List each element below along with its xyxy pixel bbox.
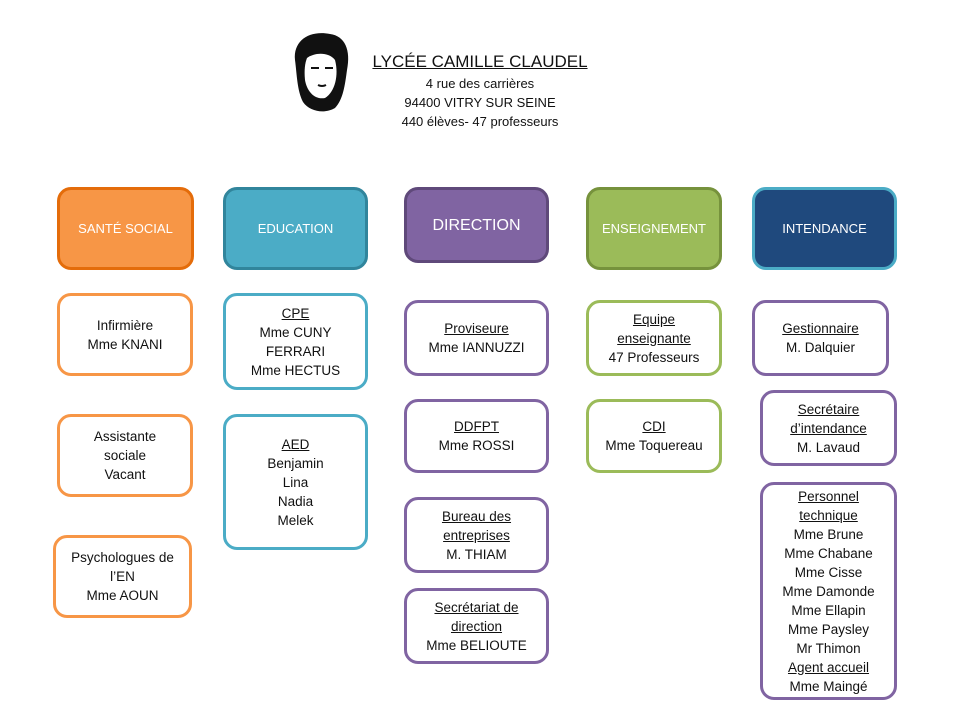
person: Mme CUNY [259,324,332,340]
role: AED [281,436,310,452]
role: Infirmière [96,317,154,333]
box-cdi: CDI Mme Toquereau [586,399,722,473]
person: Mme ROSSI [438,438,515,453]
person: Mme Maingé [789,678,868,694]
person: Mme HECTUS [250,362,341,378]
role: Secrétariat de [434,599,519,615]
person: Mme BELIOUTE [426,637,527,653]
person: Mme Cisse [794,564,863,580]
person: Mme IANNUZZI [428,340,525,355]
role: DDFPT [454,419,499,434]
person: Mme AOUN [86,588,159,603]
box-aed: AED Benjamin Lina Nadia Melek [223,414,368,550]
school-stats: 440 élèves- 47 professeurs [401,114,559,129]
box-gestionnaire: Gestionnaire M. Dalquier [752,300,889,376]
box-ddfpt: DDFPT Mme ROSSI [404,399,549,473]
person: Nadia [277,493,314,509]
role: Psychologues de [71,550,174,565]
person: Mr Thimon [796,640,861,656]
role: CPE [281,305,310,321]
box-secretaire-intendance: Secrétaire d’intendance M. Lavaud [760,390,897,466]
school-city: 94400 VITRY SUR SEINE [404,95,556,110]
school-header: LYCÉE CAMILLE CLAUDEL 4 rue des carrière… [360,50,600,131]
role: CDI [642,419,666,434]
box-proviseur: Proviseure Mme IANNUZZI [404,300,549,376]
person: Mme Chabane [784,545,873,561]
person: Benjamin [267,455,324,471]
role: entreprises [443,527,510,543]
role: Bureau des [441,508,512,524]
header-label: DIRECTION [432,217,521,234]
role: direction [450,618,503,634]
box-assistante-sociale: Assistante sociale Vacant [57,414,193,497]
role: Proviseure [444,321,509,336]
person: M. Dalquier [785,340,856,355]
person: 47 Professeurs [608,349,700,365]
role: Gestionnaire [782,321,859,336]
person: Mme Damonde [782,583,875,599]
person: Mme Brune [793,526,864,542]
school-address: 4 rue des carrières [425,76,535,91]
box-infirmiere: Infirmière Mme KNANI [57,293,193,376]
person: FERRARI [265,343,326,359]
person: Mme Ellapin [791,602,866,618]
header-label: INTENDANCE [782,221,867,236]
box-equipe-enseignante: Equipe enseignante 47 Professeurs [586,300,722,376]
person: Mme Paysley [787,621,870,637]
role: enseignante [617,330,691,346]
header-label: ENSEIGNEMENT [601,221,706,236]
box-personnel-technique: Personnel technique Mme Brune Mme Chaban… [760,482,897,700]
header-sante-social: SANTÉ SOCIAL [57,187,194,270]
box-psychologues: Psychologues de l’EN Mme AOUN [53,535,192,618]
person: Mme KNANI [87,336,163,352]
header-education: EDUCATION [223,187,368,270]
person: Lina [282,474,309,490]
role: l’EN [110,569,135,584]
role: d’intendance [790,420,867,436]
school-name: LYCÉE CAMILLE CLAUDEL [372,52,588,71]
role: sociale [103,448,147,463]
person: M. Lavaud [796,439,861,455]
person: Melek [277,512,314,528]
box-bureau-entreprises: Bureau des entreprises M. THIAM [404,497,549,573]
header-intendance: INTENDANCE [752,187,897,270]
header-direction: DIRECTION [404,187,549,263]
person: Mme Toquereau [605,438,703,453]
role: Agent accueil [787,659,870,675]
person: Vacant [104,467,146,482]
person: M. THIAM [446,546,507,562]
box-cpe: CPE Mme CUNY FERRARI Mme HECTUS [223,293,368,390]
portrait-logo [294,33,349,112]
box-secretariat-direction: Secrétariat de direction Mme BELIOUTE [404,588,549,664]
header-enseignement: ENSEIGNEMENT [586,187,722,270]
role: Secrétaire [797,401,860,417]
header-label: EDUCATION [257,221,334,236]
role: Assistante [93,429,157,444]
role: Personnel [798,488,859,504]
role: Equipe [632,311,676,327]
role: technique [799,507,858,523]
header-label: SANTÉ SOCIAL [78,221,173,236]
